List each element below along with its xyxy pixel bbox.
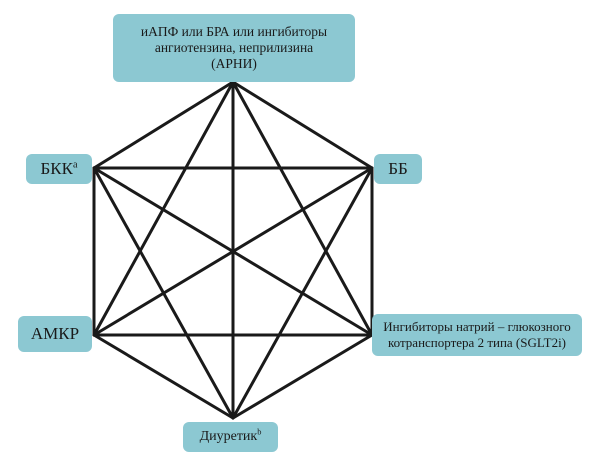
node-diuretic-superscript: b (257, 426, 262, 436)
node-bkk-text: БКК (40, 158, 73, 178)
node-bb-text: ББ (388, 158, 408, 178)
node-arni-line-1: иАПФ или БРА или ингибиторы (140, 23, 328, 39)
node-arni: иАПФ или БРА или ингибиторы ангиотензина… (113, 14, 355, 82)
node-diuretic-text: Диуретик (199, 428, 258, 444)
node-bb: ББ (374, 154, 422, 184)
node-arni-line-2: ангиотензина, неприлизина (154, 39, 314, 55)
edge-lower_left-bottom (92, 333, 235, 420)
node-arni-line-3: (АРНИ) (211, 56, 257, 72)
edge-upper_right-bottom (231, 166, 374, 420)
node-sglt2i-line-2: котранспортера 2 типа (SGLT2i) (387, 335, 567, 350)
node-bkk-superscript: a (72, 159, 78, 171)
node-diuretic: Диуретикb (183, 422, 278, 452)
node-bkk-label: БККa (41, 159, 78, 179)
edge-top-upper_left (92, 80, 235, 170)
edge-upper_right-lower_left (92, 166, 374, 337)
node-amkr: АМКР (18, 316, 92, 352)
edge-lower_right-bottom (231, 333, 374, 420)
edge-top-upper_right (231, 80, 374, 170)
node-sglt2i: Ингибиторы натрий – глюкозного котранспо… (372, 314, 582, 356)
node-diuretic-label: Диуретикb (199, 426, 262, 446)
node-sglt2i-line-1: Ингибиторы натрий – глюкозного (383, 319, 571, 335)
node-bkk: БККa (26, 154, 92, 184)
node-amkr-text: АМКР (30, 323, 80, 343)
